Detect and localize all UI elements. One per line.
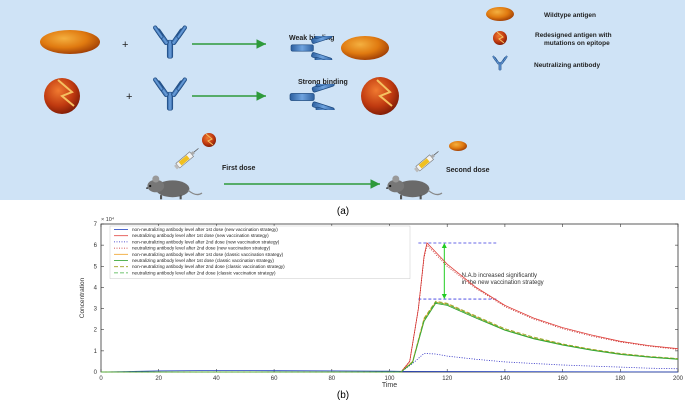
- series-line-8: [101, 301, 679, 373]
- increase-arrow-head: [441, 294, 447, 300]
- legend-entry: non-neutralizing antibody level after 1s…: [132, 227, 278, 232]
- legend-redesigned-label-1: Redesigned antigen with: [535, 32, 612, 39]
- x-tick-label: 100: [384, 376, 395, 382]
- strong-binding-label: Strong binding: [298, 79, 348, 86]
- legend-wildtype-label: Wildtype antigen: [544, 12, 596, 19]
- redesigned-antigen-icon: [361, 77, 399, 115]
- legend-antibody-label: Neutralizing antibody: [534, 62, 600, 69]
- caption-b: (b): [337, 390, 349, 401]
- chart-legend-box: [109, 225, 411, 279]
- y-exponent-label: × 10⁴: [101, 216, 115, 223]
- x-tick-label: 60: [271, 376, 278, 382]
- wildtype-antigen-icon: [341, 36, 389, 60]
- wildtype-antigen-icon: [40, 30, 100, 54]
- x-tick-label: 80: [328, 376, 335, 382]
- legend-entry: neutralizing antibody level after 2nd do…: [132, 246, 271, 251]
- weak-binding-label: Weak binding: [289, 35, 334, 42]
- y-axis-label: Concentration: [79, 277, 86, 318]
- wildtype-antigen-icon: [486, 7, 514, 21]
- x-tick-label: 120: [442, 376, 453, 382]
- redesigned-antigen-icon: [202, 133, 216, 147]
- wildtype-antigen-icon: [449, 141, 467, 151]
- x-tick-label: 40: [213, 376, 220, 382]
- y-tick-label: 4: [94, 285, 98, 291]
- first-dose-label: First dose: [222, 165, 256, 172]
- x-tick-label: 180: [615, 376, 626, 382]
- x-tick-label: 140: [500, 376, 511, 382]
- second-dose-label: Second dose: [446, 167, 490, 174]
- panel-a-legend: Wildtype antigen Redesigned antigen with…: [486, 7, 612, 71]
- redesigned-antigen-icon: [44, 78, 80, 114]
- legend-entry: non-neutralizing antibody level after 1s…: [132, 252, 284, 257]
- legend-entry: non-neutralizing antibody level after 2n…: [132, 264, 285, 269]
- redesigned-antigen-icon: [493, 31, 507, 45]
- y-tick-label: 1: [94, 349, 98, 355]
- x-tick-label: 0: [99, 376, 103, 382]
- annotation-line-2: in the new vaccination strategy: [462, 280, 544, 286]
- legend-entry: neutralizing antibody level after 1st do…: [132, 258, 274, 263]
- x-axis-label: Time: [382, 382, 397, 389]
- y-tick-label: 5: [94, 264, 98, 270]
- legend-redesigned-label-2: mutations on epitope: [544, 40, 610, 47]
- series-line-2: [101, 242, 679, 373]
- x-tick-label: 20: [155, 376, 162, 382]
- plus-sign: +: [126, 91, 132, 103]
- x-tick-label: 160: [558, 376, 569, 382]
- annotation-line-1: N.A.b increased significantly: [462, 273, 537, 279]
- legend-entry: neutralizing antibody level after 1st do…: [132, 233, 269, 238]
- plus-sign: +: [122, 39, 128, 51]
- x-tick-label: 200: [673, 376, 684, 382]
- caption-a: (a): [337, 206, 349, 217]
- increase-arrow-head: [441, 243, 447, 249]
- y-tick-label: 2: [94, 328, 98, 334]
- y-tick-label: 6: [94, 243, 98, 249]
- y-tick-label: 7: [94, 222, 98, 228]
- panel-a-background: [0, 0, 685, 200]
- concentration-chart: 0 20 40 60 80 100 120 140 160 180 200 0 1 2 3 4 5 6 7× 10⁴…: [79, 216, 684, 389]
- series-line-7: [101, 300, 679, 373]
- y-tick-label: 3: [94, 307, 98, 313]
- legend-entry: non-neutralizing antibody level after 2n…: [132, 239, 280, 244]
- y-tick-label: 0: [94, 370, 98, 376]
- legend-entry: neutralizing antibody level after 2nd do…: [132, 270, 276, 275]
